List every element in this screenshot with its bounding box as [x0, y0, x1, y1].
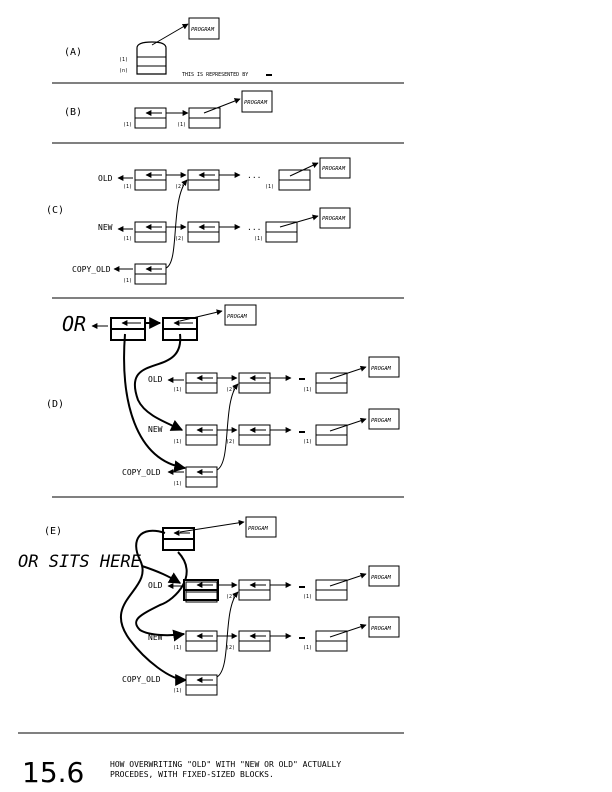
svg-text:(1): (1): [173, 481, 182, 487]
refcount-label: (1): [119, 57, 128, 63]
svg-text:OLD: OLD: [148, 375, 163, 384]
svg-text:(1): (1): [173, 688, 182, 694]
svg-text:(1): (1): [303, 645, 312, 651]
svg-text:OLD: OLD: [98, 174, 113, 183]
svg-text:(2): (2): [226, 594, 235, 600]
svg-text:(1): (1): [265, 184, 274, 190]
section-dividers: [18, 82, 404, 734]
svg-text:NEW: NEW: [98, 223, 113, 232]
svg-text:PROGAM: PROGAM: [371, 626, 392, 632]
svg-text:(1): (1): [173, 645, 182, 651]
svg-text:OR SITS HERE: OR SITS HERE: [18, 552, 142, 572]
caption-line-2: PROCEDES, WITH FIXED-SIZED BLOCKS.: [110, 770, 274, 779]
svg-text:OR: OR: [62, 312, 86, 336]
section-label-d: (D): [46, 399, 64, 410]
svg-text:(1): (1): [173, 439, 182, 445]
svg-text:PROGRAM: PROGRAM: [244, 100, 268, 106]
block-a-cylinder: [136, 41, 167, 75]
section-d: (D) OR PROGAM OLD (1) (2) (1) PROGAM NEW: [46, 304, 400, 488]
program-box: [241, 90, 273, 113]
svg-text:COPY_OLD: COPY_OLD: [72, 265, 111, 274]
program-box: [188, 17, 220, 40]
svg-text:(1): (1): [123, 236, 132, 242]
svg-text:COPY_OLD: COPY_OLD: [122, 468, 161, 477]
svg-text:(1): (1): [173, 387, 182, 393]
svg-text:PROGAM: PROGAM: [371, 418, 392, 424]
svg-text:OLD: OLD: [148, 581, 163, 590]
caption-line-1: HOW OVERWRITING "OLD" WITH "NEW OR OLD" …: [110, 760, 341, 769]
svg-text:PROGRAM: PROGRAM: [322, 216, 346, 222]
svg-text:PROGRAM: PROGRAM: [322, 166, 346, 172]
refcount-label: (n): [119, 68, 128, 74]
section-b: (B) (1) (1) PROGRAM: [64, 90, 273, 129]
svg-text:PROGAM: PROGAM: [227, 314, 248, 320]
pointer-arrow: [151, 23, 189, 46]
svg-text:(1): (1): [123, 184, 132, 190]
svg-text:(2): (2): [226, 439, 235, 445]
svg-text:(2): (2): [175, 184, 184, 190]
svg-text:COPY_OLD: COPY_OLD: [122, 675, 161, 684]
svg-text:PROGAM: PROGAM: [248, 526, 269, 532]
svg-text:...: ...: [247, 171, 261, 180]
section-e: (E) PROGAM OR SITS HERE OLD (2) (1) PROG…: [18, 516, 400, 696]
svg-text:PROGAM: PROGAM: [371, 366, 392, 372]
svg-text:(1): (1): [303, 594, 312, 600]
section-c: (C) OLD (1) (2) ... (1) PROGRAM NEW (1) …: [46, 157, 351, 285]
section-a: (A) (1) (n) PROGRAM THIS IS REPRESENTED …: [64, 17, 272, 78]
figure-caption: 15.6 HOW OVERWRITING "OLD" WITH "NEW OR …: [22, 756, 341, 789]
program-label: PROGRAM: [191, 27, 215, 33]
svg-text:(2): (2): [226, 645, 235, 651]
svg-text:NEW: NEW: [148, 425, 163, 434]
svg-text:(2): (2): [226, 387, 235, 393]
svg-text:(1): (1): [303, 387, 312, 393]
svg-text:(2): (2): [175, 236, 184, 242]
svg-text:(1): (1): [177, 122, 186, 128]
figure-number: 15.6: [22, 756, 84, 789]
svg-text:...: ...: [247, 223, 261, 232]
section-label-e: (E): [44, 526, 62, 537]
svg-text:(1): (1): [123, 122, 132, 128]
represented-by-label: THIS IS REPRESENTED BY: [182, 72, 248, 78]
svg-text:NEW: NEW: [148, 633, 163, 642]
svg-text:(1): (1): [254, 236, 263, 242]
section-label-b: (B): [64, 107, 82, 118]
svg-text:PROGAM: PROGAM: [371, 575, 392, 581]
svg-text:(1): (1): [303, 439, 312, 445]
svg-text:(1): (1): [123, 278, 132, 284]
section-label-a: (A): [64, 47, 82, 58]
section-label-c: (C): [46, 205, 64, 216]
